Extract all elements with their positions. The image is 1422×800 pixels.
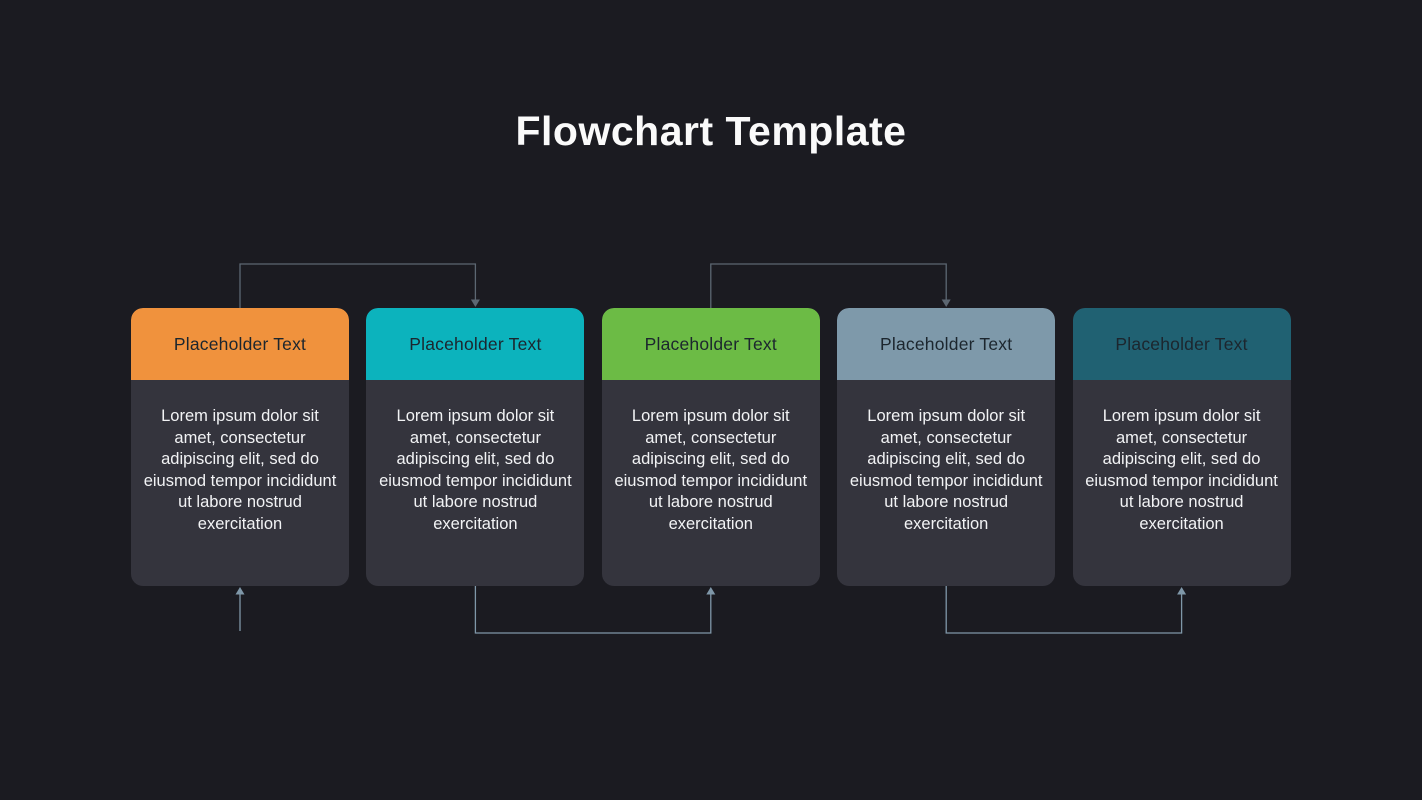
bottom-card2-to-card3-arrowhead-icon xyxy=(706,587,716,595)
flow-card-1-header: Placeholder Text xyxy=(131,308,349,380)
bottom-card2-to-card3-line xyxy=(474,586,712,634)
top-card3-to-card4-line xyxy=(710,263,947,308)
flow-card-5-header: Placeholder Text xyxy=(1072,308,1291,380)
flow-card-2-header-label: Placeholder Text xyxy=(409,333,542,354)
flow-card-3-body: Lorem ipsum dolor sit amet, consectetur … xyxy=(614,407,808,533)
flow-card-4[interactable]: Placeholder Text Lorem ipsum dolor sit a… xyxy=(837,308,1056,586)
flow-card-2[interactable]: Placeholder Text Lorem ipsum dolor sit a… xyxy=(366,308,585,586)
flow-card-4-header-label: Placeholder Text xyxy=(880,333,1013,354)
top-card1-to-card2-arrowhead-icon xyxy=(470,299,480,307)
flow-card-3-header: Placeholder Text xyxy=(601,308,820,380)
flow-card-5-header-label: Placeholder Text xyxy=(1115,333,1248,354)
page-title: Flowchart Template xyxy=(515,108,907,154)
bottom-card4-to-card5-arrowhead-icon xyxy=(1177,587,1187,595)
flow-card-5-body: Lorem ipsum dolor sit amet, consectetur … xyxy=(1085,407,1278,533)
flow-card-5[interactable]: Placeholder Text Lorem ipsum dolor sit a… xyxy=(1072,308,1291,586)
card-row: Placeholder Text Lorem ipsum dolor sit a… xyxy=(131,308,1291,586)
flow-card-1[interactable]: Placeholder Text Lorem ipsum dolor sit a… xyxy=(131,308,349,586)
bottom-card4-to-card5-line xyxy=(945,586,1183,634)
flow-card-1-body: Lorem ipsum dolor sit amet, consectetur … xyxy=(143,407,337,533)
top-card1-to-card2-line xyxy=(239,263,477,308)
flow-card-2-header: Placeholder Text xyxy=(366,308,585,380)
flow-card-3-header-label: Placeholder Text xyxy=(644,333,777,354)
flow-card-1-header-label: Placeholder Text xyxy=(173,333,307,354)
flow-card-3[interactable]: Placeholder Text Lorem ipsum dolor sit a… xyxy=(601,308,820,586)
bottom-into-card1-arrowhead-icon xyxy=(235,587,245,595)
flow-card-2-body: Lorem ipsum dolor sit amet, consectetur … xyxy=(379,407,572,533)
flow-card-4-body: Lorem ipsum dolor sit amet, consectetur … xyxy=(849,407,1043,533)
flow-card-4-header: Placeholder Text xyxy=(837,308,1056,380)
top-card3-to-card4-arrowhead-icon xyxy=(941,299,951,307)
